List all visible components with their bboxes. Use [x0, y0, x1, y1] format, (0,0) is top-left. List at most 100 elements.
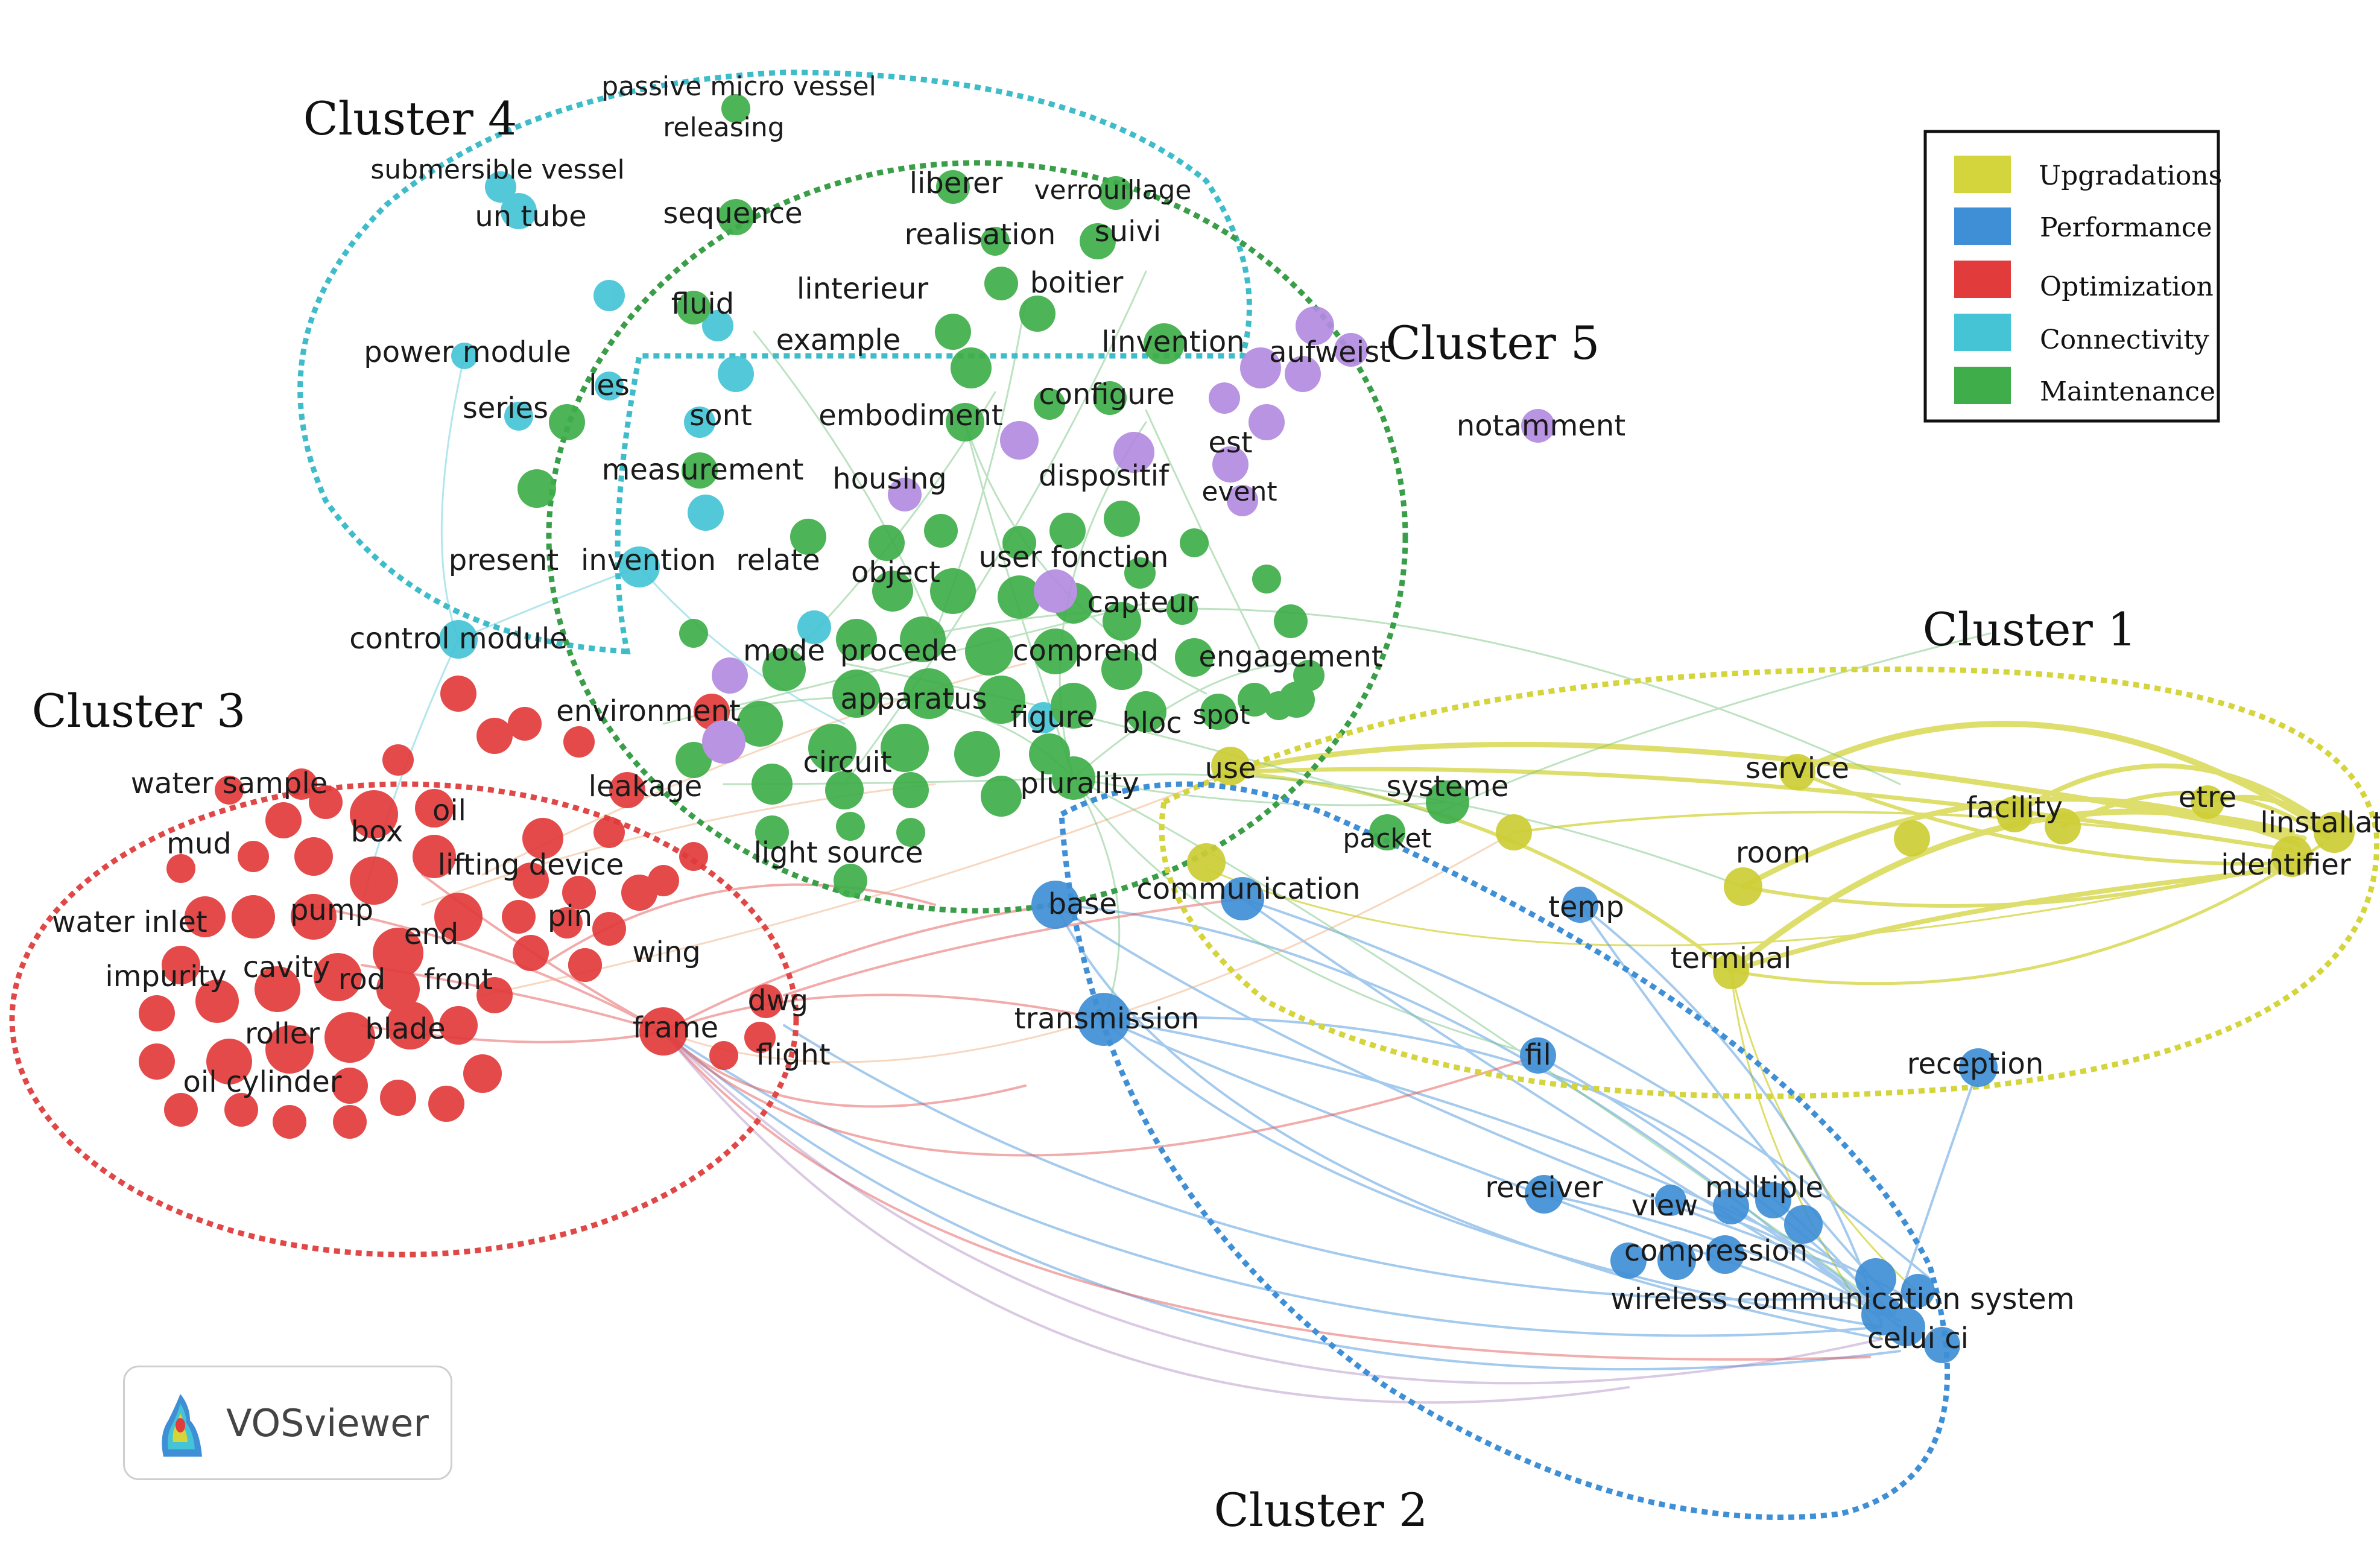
node [376, 967, 420, 1011]
node [1051, 683, 1097, 729]
term-label: mode [743, 634, 825, 668]
link [662, 1030, 1630, 1404]
node [265, 1025, 314, 1074]
node [1855, 1258, 1896, 1299]
term-label: comprend [1013, 634, 1159, 668]
node [869, 525, 905, 561]
node [1713, 953, 1749, 989]
node [463, 1054, 502, 1093]
node [900, 616, 946, 662]
node [513, 935, 549, 971]
node [1002, 526, 1036, 560]
term-label: terminal [1671, 942, 1792, 975]
node [1031, 881, 1080, 929]
node [684, 407, 715, 438]
node [1227, 485, 1258, 516]
term-label: procede [840, 634, 957, 668]
node [502, 900, 536, 934]
node [1209, 382, 1240, 414]
term-label: wireless communication system [1611, 1282, 2075, 1316]
cluster-3-title: Cluster 3 [32, 684, 246, 738]
legend-item-connectivity: Connectivity [1954, 314, 2209, 355]
legend-item-upgradations: Upgradations [1954, 156, 2222, 193]
cluster-4-title: Cluster 4 [303, 92, 517, 145]
node [1099, 176, 1133, 210]
legend-swatch [1954, 261, 2011, 298]
term-label: event [1201, 476, 1277, 507]
term-label: housing [832, 462, 946, 496]
term-label: end [404, 917, 458, 951]
link [1072, 773, 1744, 888]
vosviewer-logo-icon [162, 1394, 202, 1457]
link [638, 566, 846, 725]
term-label: apparatus [840, 682, 987, 716]
node [1521, 409, 1555, 443]
node [350, 856, 398, 905]
node [981, 776, 1022, 817]
cluster-3-outline [9, 781, 799, 1258]
link [2012, 763, 2331, 829]
node [951, 347, 992, 388]
node [1959, 1048, 1998, 1087]
node [373, 928, 423, 978]
node [1034, 388, 1065, 420]
node [439, 1006, 478, 1045]
term-label: embodiment [818, 399, 1002, 432]
term-label: circuit [803, 746, 891, 779]
node [451, 343, 478, 369]
term-label: object [851, 556, 940, 589]
link [1241, 897, 1895, 1316]
node [984, 267, 1018, 300]
node [568, 948, 602, 982]
term-label: les [589, 369, 630, 402]
node [1034, 569, 1077, 613]
link [1796, 770, 2306, 866]
node [1334, 333, 1368, 367]
term-label: sont [689, 399, 752, 432]
term-label: oil [432, 794, 466, 828]
cluster-titles: Cluster 1 Cluster 2 Cluster 3 Cluster 4 … [32, 92, 2137, 1537]
link [1579, 904, 1901, 1310]
legend: Upgradations Performance Optimization Co… [1923, 130, 2222, 423]
term-label: fluid [671, 287, 734, 321]
node [476, 718, 513, 754]
term-label: passive micro vessel [601, 71, 876, 102]
node [439, 620, 478, 659]
legend-label: Upgradations [2039, 160, 2222, 191]
link [662, 1030, 1027, 1108]
node [215, 776, 244, 805]
node [965, 627, 1013, 676]
term-label: pump [290, 893, 373, 927]
term-label: linstallat [2260, 806, 2380, 840]
node [936, 170, 970, 204]
term-label: frame [633, 1011, 718, 1045]
term-label: rod [338, 963, 386, 996]
cluster-5-outline [546, 160, 1408, 914]
vosviewer-badge: VOSviewer [123, 1366, 452, 1480]
node [1496, 814, 1532, 850]
link [783, 1024, 1871, 1301]
node [1706, 1235, 1744, 1274]
node [702, 720, 745, 764]
node [380, 1080, 416, 1116]
node [1369, 814, 1405, 850]
node [721, 94, 750, 123]
legend-label: Optimization [2040, 271, 2214, 302]
term-label: series [463, 391, 548, 425]
node [1113, 432, 1154, 473]
node [1175, 638, 1214, 677]
node [206, 1039, 252, 1084]
vosviewer-name: VOSviewer [226, 1401, 429, 1445]
term-label: submersible vessel [370, 154, 624, 185]
node [749, 984, 783, 1018]
node [224, 1093, 258, 1127]
node [1049, 513, 1086, 549]
link [1072, 662, 1298, 779]
link [481, 662, 1027, 876]
term-label: spot [1192, 700, 1250, 730]
term-label: fil [1525, 1038, 1551, 1072]
node [386, 1001, 434, 1049]
link [662, 831, 1515, 1063]
node [836, 812, 865, 841]
